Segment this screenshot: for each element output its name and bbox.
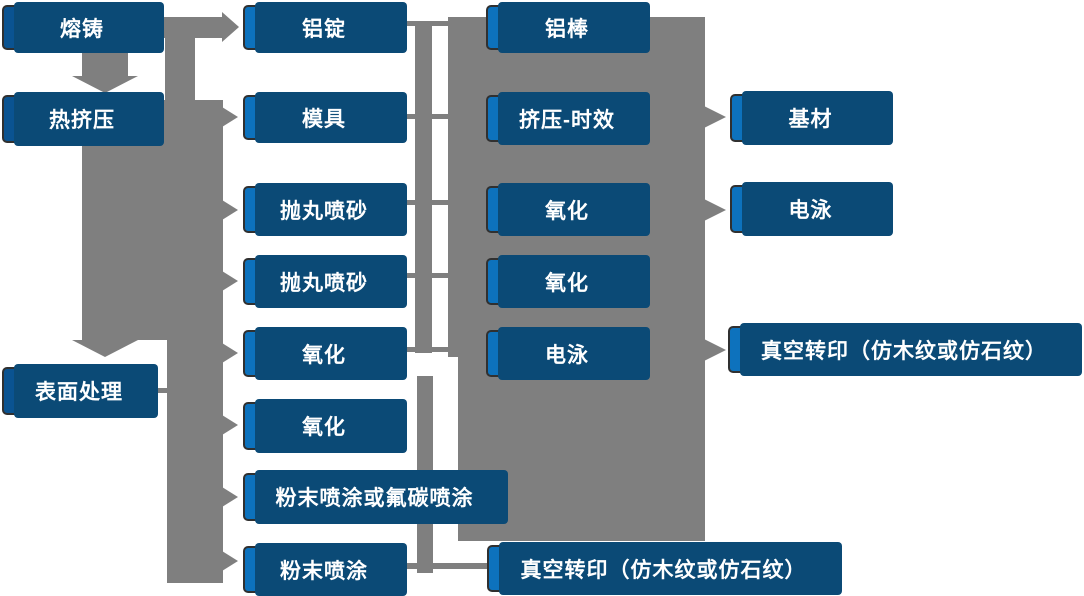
node-label: 抛丸喷砂 <box>280 271 368 295</box>
node-label: 电泳 <box>545 343 589 367</box>
arrow-right-icon <box>704 106 726 128</box>
node-oxidation-1: 氧化 <box>243 327 407 380</box>
node-label: 热挤压 <box>49 109 115 132</box>
arrow-right-icon <box>222 271 238 291</box>
arrow-right-icon <box>704 199 726 221</box>
arrow-right-icon <box>222 487 238 507</box>
node-electrophoresis-1: 电泳 <box>486 327 650 380</box>
connector-tie-line <box>405 200 448 205</box>
node-vacuum-transfer-1: 真空转印（仿木纹或仿石纹） <box>487 542 842 595</box>
arrow-right-icon <box>222 551 238 571</box>
arrow-down-icon <box>72 340 138 357</box>
node-label: 真空转印（仿木纹或仿石纹） <box>520 558 807 582</box>
arrow-right-icon <box>222 107 238 127</box>
node-label: 铝锭 <box>302 17 346 41</box>
node-label: 熔铸 <box>60 17 104 41</box>
node-powder-or-fluorocarbon-coating: 粉末喷涂或氟碳喷涂 <box>243 470 508 524</box>
connector-tie-line <box>405 21 448 26</box>
arrow-right-icon <box>222 415 238 435</box>
node-powder-coating: 粉末喷涂 <box>243 543 407 596</box>
node-melting-casting: 熔铸 <box>2 2 164 53</box>
connector-tie-line-bottom <box>405 563 487 569</box>
node-mold: 模具 <box>243 92 407 143</box>
node-oxidation-4: 氧化 <box>486 255 650 308</box>
connector-tie-line <box>405 273 448 278</box>
node-electrophoresis-2: 电泳 <box>730 182 893 236</box>
node-oxidation-2: 氧化 <box>243 399 407 453</box>
connector-collector-bar-1 <box>415 21 432 353</box>
arrow-right-icon <box>222 12 239 42</box>
node-label: 表面处理 <box>35 381 123 404</box>
node-label: 基材 <box>788 108 833 131</box>
node-extrusion-aging: 挤压-时效 <box>486 92 650 145</box>
arrow-right-icon <box>222 343 238 363</box>
arrow-down-icon <box>72 76 138 93</box>
node-label: 模具 <box>302 107 346 131</box>
connector-surface-treatment-link <box>155 388 169 393</box>
node-label: 电泳 <box>788 199 833 222</box>
node-hot-extrusion: 热挤压 <box>2 92 164 146</box>
node-label: 粉末喷涂 <box>280 559 368 583</box>
node-substrate: 基材 <box>730 91 893 145</box>
node-surface-treatment: 表面处理 <box>2 364 158 418</box>
node-oxidation-3: 氧化 <box>486 183 650 236</box>
node-label: 氧化 <box>545 271 589 295</box>
connector-tie-line <box>405 114 448 119</box>
node-label: 挤压-时效 <box>519 108 615 132</box>
node-label: 氧化 <box>545 199 589 223</box>
connector-top-drop <box>165 17 195 112</box>
arrow-right-icon <box>704 339 726 361</box>
node-label: 铝棒 <box>545 17 589 41</box>
node-aluminum-rod: 铝棒 <box>486 2 650 53</box>
node-aluminum-ingot: 铝锭 <box>243 2 407 53</box>
node-label: 粉末喷涂或氟碳喷涂 <box>275 487 474 510</box>
connector-tie-line <box>405 347 448 352</box>
node-label: 抛丸喷砂 <box>280 199 368 223</box>
node-shot-blasting-1: 抛丸喷砂 <box>243 183 407 236</box>
node-label: 氧化 <box>302 343 346 367</box>
connector-casting-down <box>82 48 128 78</box>
node-vacuum-transfer-2: 真空转印（仿木纹或仿石纹） <box>728 323 1082 376</box>
node-label: 真空转印（仿木纹或仿石纹） <box>761 339 1047 363</box>
node-shot-blasting-2: 抛丸喷砂 <box>243 255 407 308</box>
arrow-right-icon <box>222 200 238 220</box>
connector-trunk-narrow <box>167 340 223 583</box>
node-label: 氧化 <box>302 416 346 439</box>
